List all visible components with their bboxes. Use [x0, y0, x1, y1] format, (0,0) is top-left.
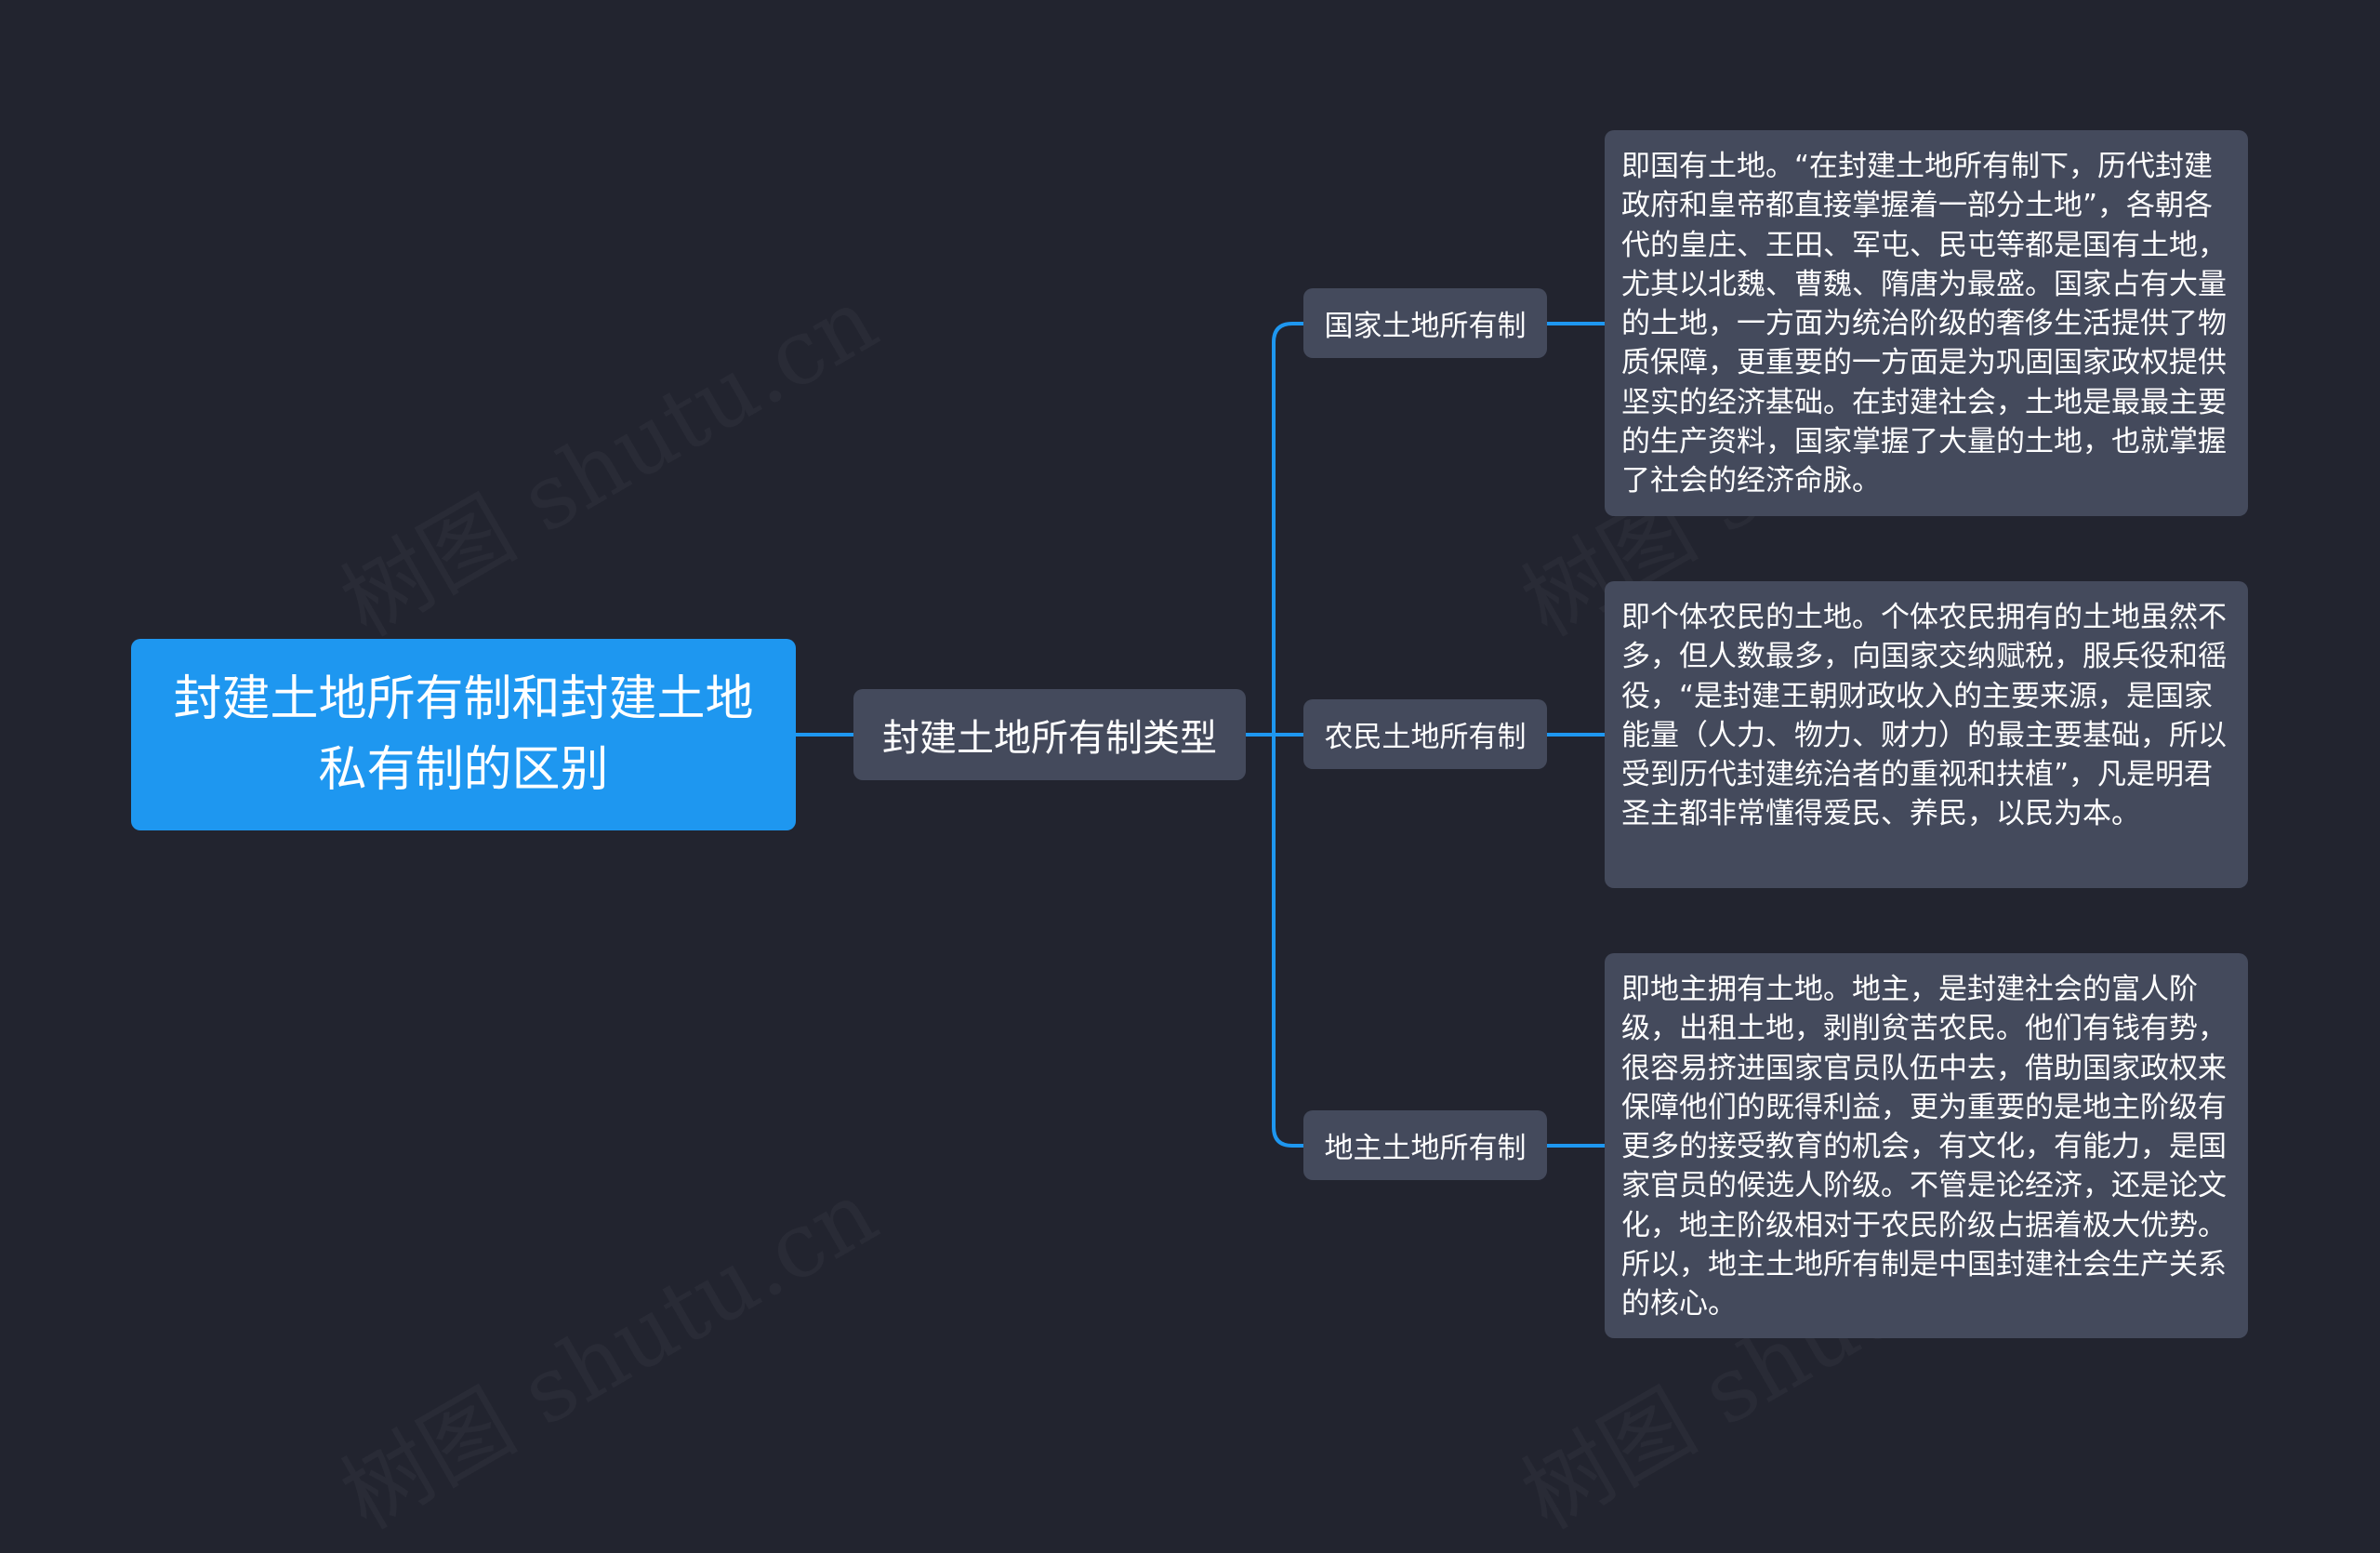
- detail-peasant-land[interactable]: 即个体农民的土地。个体农民拥有的土地虽然不多，但人数最多，向国家交纳赋税，服兵役…: [1605, 581, 2248, 888]
- detail-landlord-land[interactable]: 即地主拥有土地。地主，是封建社会的富人阶级，出租土地，剥削贫苦农民。他们有钱有势…: [1605, 953, 2248, 1338]
- subtopic-label: 国家土地所有制: [1324, 310, 1527, 343]
- subtopic-label: 地主土地所有制: [1324, 1132, 1527, 1165]
- detail-text: 即地主拥有土地。地主，是封建社会的富人阶级，出租土地，剥削贫苦农民。他们有钱有势…: [1621, 973, 2227, 1321]
- root-topic-label: 封建土地所有制和封建土地私有制的区别: [173, 671, 754, 798]
- detail-text: 即国有土地。“在封建土地所有制下，历代封建政府和皇帝都直接掌握着一部分土地”，各…: [1621, 150, 2227, 498]
- detail-text: 即个体农民的土地。个体农民拥有的土地虽然不多，但人数最多，向国家交纳赋税，服兵役…: [1621, 601, 2227, 831]
- subtopic-label: 农民土地所有制: [1324, 721, 1527, 754]
- branch-topic[interactable]: 封建土地所有制类型: [853, 689, 1246, 780]
- subtopic-landlord-land[interactable]: 地主土地所有制: [1303, 1110, 1547, 1180]
- mindmap-connectors: [796, 322, 1605, 1148]
- subtopic-peasant-land[interactable]: 农民土地所有制: [1303, 699, 1547, 769]
- connector-branch-sub-3: [1272, 735, 1303, 1148]
- detail-state-land[interactable]: 即国有土地。“在封建土地所有制下，历代封建政府和皇帝都直接掌握着一部分土地”，各…: [1605, 130, 2248, 516]
- connector-branch-sub-1: [1272, 322, 1303, 735]
- branch-topic-label: 封建土地所有制类型: [882, 717, 1217, 760]
- subtopic-state-land[interactable]: 国家土地所有制: [1303, 288, 1547, 358]
- root-topic[interactable]: 封建土地所有制和封建土地私有制的区别: [131, 639, 796, 830]
